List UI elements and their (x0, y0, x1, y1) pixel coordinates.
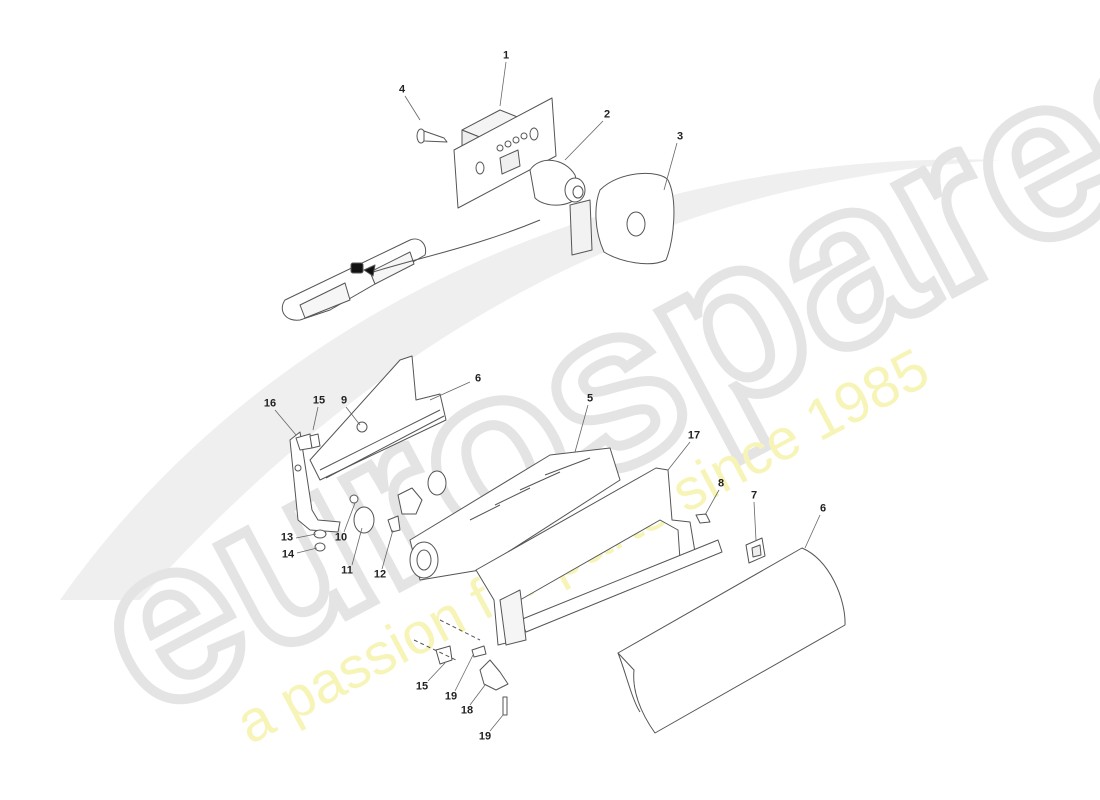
part-15-bolt-lower[interactable] (435, 645, 453, 665)
leader-lines (274, 61, 821, 732)
callout-label-c15a[interactable]: 15 (312, 394, 326, 407)
part-6-lid[interactable] (617, 547, 846, 734)
callout-label-c8[interactable]: 8 (717, 477, 725, 490)
callout-label-c16[interactable]: 16 (263, 397, 277, 410)
leader-line-c19a (454, 654, 474, 692)
watermark: eurospares a passion for parts since 198… (47, 0, 1100, 768)
callout-label-c9[interactable]: 9 (340, 394, 348, 407)
callout-label-c14[interactable]: 14 (281, 548, 295, 561)
part-18-bracket[interactable] (479, 659, 509, 691)
callout-label-c2[interactable]: 2 (603, 108, 611, 121)
part-16-bracket[interactable] (289, 431, 341, 533)
leader-line-c3 (663, 142, 678, 191)
callout-label-c19b[interactable]: 19 (478, 730, 492, 743)
leader-line-c9 (345, 406, 361, 426)
callout-label-c7[interactable]: 7 (750, 489, 758, 502)
leader-line-c15a (312, 406, 319, 431)
leader-line-c6a (429, 381, 471, 401)
callout-label-c10[interactable]: 10 (334, 531, 348, 544)
part-17-frame[interactable] (475, 467, 723, 646)
part-14-nut[interactable] (314, 542, 326, 552)
callout-label-c11[interactable]: 11 (341, 564, 353, 577)
callout-label-c1[interactable]: 1 (502, 49, 510, 62)
part-8-clip[interactable] (695, 513, 711, 524)
leader-line-c1 (499, 61, 507, 107)
leader-line-c10 (343, 502, 356, 533)
part-15-bolt-upper[interactable] (295, 433, 321, 451)
part-12-screw[interactable] (387, 515, 401, 533)
part-19-screw-lower[interactable] (502, 696, 508, 716)
connector[interactable] (397, 487, 423, 515)
part-7-latch[interactable] (745, 537, 766, 564)
callout-label-c4[interactable]: 4 (398, 83, 406, 96)
leader-line-c6b (804, 514, 821, 549)
part-5-glovebox-body[interactable] (409, 447, 621, 581)
callout-label-c17[interactable]: 17 (687, 429, 701, 442)
part-2-rotary-switch[interactable] (529, 160, 586, 206)
callout-label-c13[interactable]: 13 (280, 531, 294, 544)
leader-line-c2 (564, 120, 604, 161)
leader-line-c19b (489, 714, 504, 732)
assembly-guide-dashed (413, 619, 481, 661)
callout-label-c5[interactable]: 5 (586, 392, 594, 405)
callout-label-c15b[interactable]: 15 (415, 680, 429, 693)
leader-line-c8 (704, 489, 720, 516)
leader-line-c7 (753, 501, 757, 541)
part-19-screw-upper[interactable] (471, 645, 487, 658)
leader-line-c16 (274, 409, 297, 436)
callout-label-c6a[interactable]: 6 (474, 372, 482, 385)
callout-label-c18[interactable]: 18 (460, 704, 474, 717)
leader-line-c15b (427, 662, 446, 682)
leader-line-c18 (469, 684, 486, 706)
part-3-knob[interactable] (569, 172, 675, 265)
leader-line-c11 (351, 527, 363, 566)
part-11-clamps[interactable] (353, 470, 447, 534)
leader-line-c4 (404, 95, 421, 121)
leader-line-c17 (667, 441, 691, 471)
air-vent[interactable] (281, 219, 541, 321)
leader-line-c5 (574, 404, 589, 453)
leader-line-c14 (296, 547, 318, 554)
part-4-screw[interactable] (416, 128, 448, 144)
callout-label-c19a[interactable]: 19 (444, 690, 458, 703)
callout-label-c12[interactable]: 12 (373, 568, 387, 581)
leader-line-c13 (295, 533, 317, 539)
callout-label-c3[interactable]: 3 (676, 130, 684, 143)
leader-line-c12 (381, 529, 394, 570)
callout-label-c6b[interactable]: 6 (819, 502, 827, 515)
watermark-brand: eurospares (52, 0, 1100, 763)
part-6-mounting-rail[interactable] (309, 355, 447, 481)
part-10-washer[interactable] (349, 494, 359, 504)
part-1-switch-panel[interactable] (453, 97, 557, 209)
